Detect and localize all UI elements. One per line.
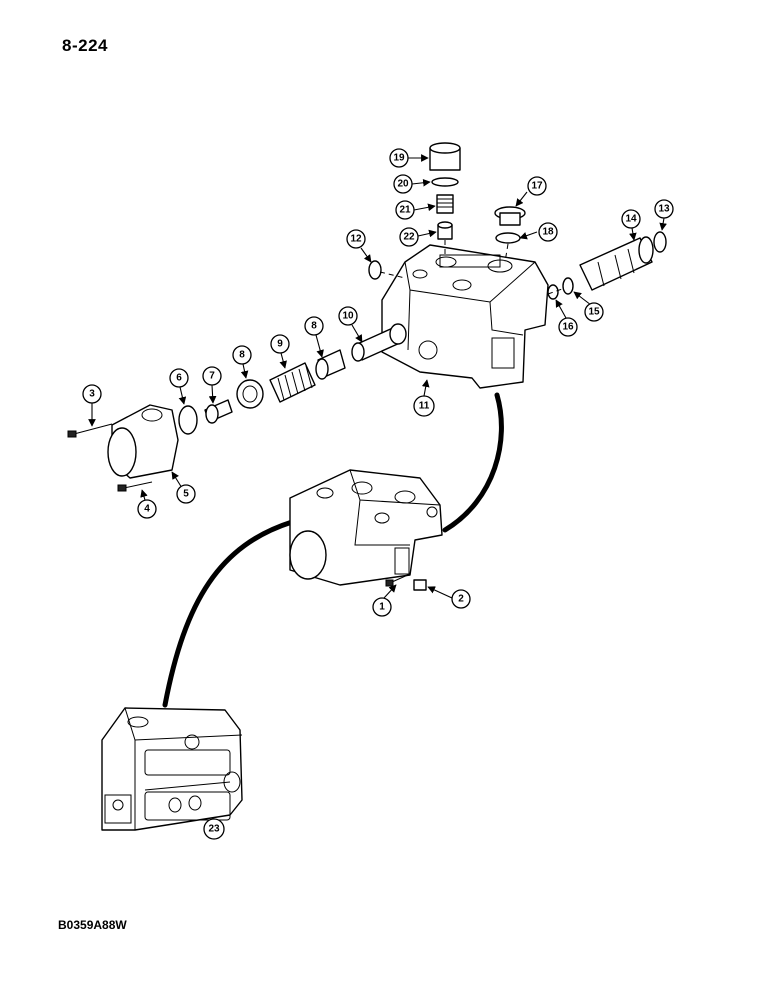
svg-text:4: 4 bbox=[144, 504, 150, 515]
oring-6 bbox=[178, 405, 198, 435]
callout-4: 4 bbox=[137, 499, 157, 519]
callout-19: 19 bbox=[389, 148, 409, 168]
svg-text:6: 6 bbox=[176, 373, 182, 384]
callout-13: 13 bbox=[654, 199, 674, 219]
svg-text:18: 18 bbox=[542, 227, 554, 238]
svg-text:10: 10 bbox=[342, 311, 354, 322]
callout-14: 14 bbox=[621, 209, 641, 229]
callout-11: 11 bbox=[413, 395, 435, 417]
callout-16: 16 bbox=[558, 317, 578, 337]
svg-text:19: 19 bbox=[393, 153, 405, 164]
callout-2: 2 bbox=[451, 589, 471, 609]
svg-text:7: 7 bbox=[209, 371, 215, 382]
callout-5: 5 bbox=[176, 484, 196, 504]
valve-assembled bbox=[289, 469, 443, 586]
callout-22: 22 bbox=[399, 227, 419, 247]
washer-8-upper bbox=[315, 349, 346, 380]
svg-text:15: 15 bbox=[588, 307, 600, 318]
svg-text:9: 9 bbox=[277, 339, 283, 350]
svg-text:22: 22 bbox=[403, 232, 415, 243]
oring-16 bbox=[547, 284, 559, 300]
figure-code: B0359A88W bbox=[58, 918, 127, 932]
oring-15 bbox=[562, 277, 574, 295]
callout-20: 20 bbox=[393, 174, 413, 194]
hose-left bbox=[162, 519, 295, 708]
svg-text:11: 11 bbox=[419, 401, 430, 412]
retainer-7 bbox=[204, 399, 233, 424]
hose-right bbox=[442, 392, 504, 533]
cap-5 bbox=[107, 404, 179, 479]
poppet-22 bbox=[437, 221, 453, 240]
spool-14 bbox=[579, 236, 654, 291]
callout-8-lower: 8 bbox=[232, 345, 252, 365]
svg-text:8: 8 bbox=[239, 350, 245, 361]
callout-23: 23 bbox=[203, 818, 225, 840]
svg-text:12: 12 bbox=[350, 234, 362, 245]
svg-text:5: 5 bbox=[183, 489, 189, 500]
callout-10: 10 bbox=[338, 306, 358, 326]
callout-17: 17 bbox=[527, 176, 547, 196]
nut-2 bbox=[413, 579, 427, 591]
plug-17 bbox=[494, 206, 526, 226]
callout-21: 21 bbox=[395, 200, 415, 220]
bolt-4 bbox=[117, 481, 153, 492]
callout-6: 6 bbox=[169, 368, 189, 388]
svg-text:21: 21 bbox=[399, 205, 411, 216]
callout-7: 7 bbox=[202, 366, 222, 386]
svg-text:1: 1 bbox=[379, 602, 385, 613]
oring-20 bbox=[431, 177, 459, 187]
spring-9 bbox=[269, 362, 316, 403]
callout-15: 15 bbox=[584, 302, 604, 322]
svg-text:3: 3 bbox=[89, 389, 95, 400]
svg-text:20: 20 bbox=[397, 179, 409, 190]
page-number: 8-224 bbox=[62, 36, 108, 55]
svg-text:16: 16 bbox=[562, 322, 574, 333]
end-cover-23 bbox=[101, 707, 243, 831]
svg-text:14: 14 bbox=[625, 214, 637, 225]
oring-12 bbox=[368, 260, 382, 280]
washer-18 bbox=[495, 232, 521, 244]
valve-body-11 bbox=[381, 244, 549, 389]
svg-text:8: 8 bbox=[311, 321, 317, 332]
callout-9: 9 bbox=[270, 334, 290, 354]
callout-1: 1 bbox=[372, 597, 392, 617]
plug-19 bbox=[429, 142, 461, 171]
spool-10 bbox=[351, 323, 407, 362]
svg-text:2: 2 bbox=[458, 594, 464, 605]
washer-8-lower bbox=[236, 379, 264, 409]
bolt-3 bbox=[67, 423, 113, 438]
callout-12: 12 bbox=[346, 229, 366, 249]
callout-3: 3 bbox=[82, 384, 102, 404]
svg-text:23: 23 bbox=[208, 824, 220, 835]
callout-18: 18 bbox=[538, 222, 558, 242]
oring-13 bbox=[653, 231, 667, 253]
spring-21 bbox=[436, 194, 454, 214]
svg-text:13: 13 bbox=[658, 204, 670, 215]
callout-8-upper: 8 bbox=[304, 316, 324, 336]
svg-text:17: 17 bbox=[531, 181, 543, 192]
